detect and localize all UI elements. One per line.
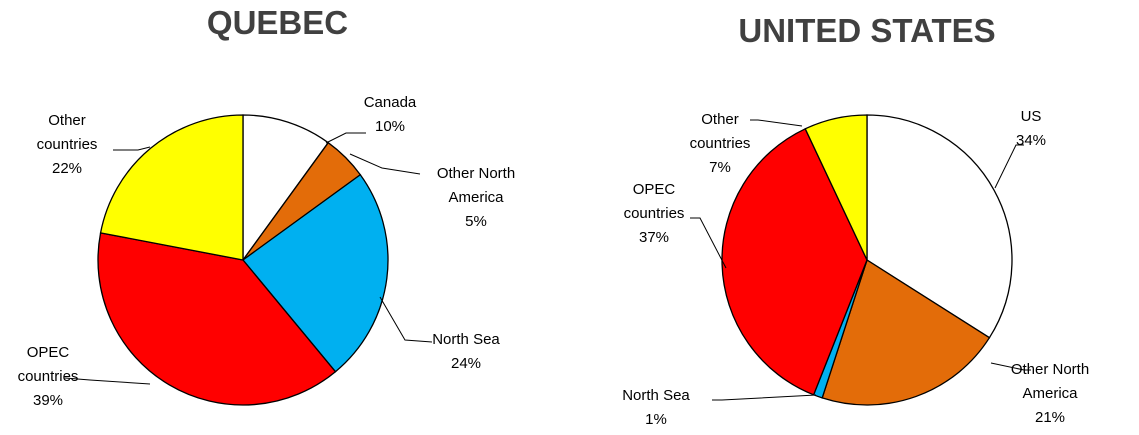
united-states-leader-line-north-sea [712,394,817,401]
quebec-chart-title: QUEBEC [206,4,349,41]
united-states-leader-line-other-countries [750,119,803,127]
united-states-slice-other-north-america [821,259,991,406]
quebec-leader-line-opec-countries [64,377,151,385]
quebec-leader-line-other-north-america [349,153,421,175]
quebec-leader-line-other-countries [113,146,151,151]
quebec-slice-canada [242,114,330,263]
united-states-slice-other-countries [804,114,868,261]
quebec-slice-north-sea [242,173,389,373]
united-states-chart-title: UNITED STATES [738,12,996,49]
quebec-leader-line-canada [325,132,366,144]
united-states-leader-line-opec-countries [690,217,727,269]
quebec-slice-opec-countries [97,232,337,406]
quebec-slice-other-countries [99,114,244,261]
quebec-leader-line-north-sea [379,296,433,343]
united-states-leader-line-us [994,144,1024,189]
united-states-slice-us [866,114,1013,339]
united-states-slice-opec-countries [721,127,868,396]
united-states-leader-line-other-north-america [990,362,1031,371]
